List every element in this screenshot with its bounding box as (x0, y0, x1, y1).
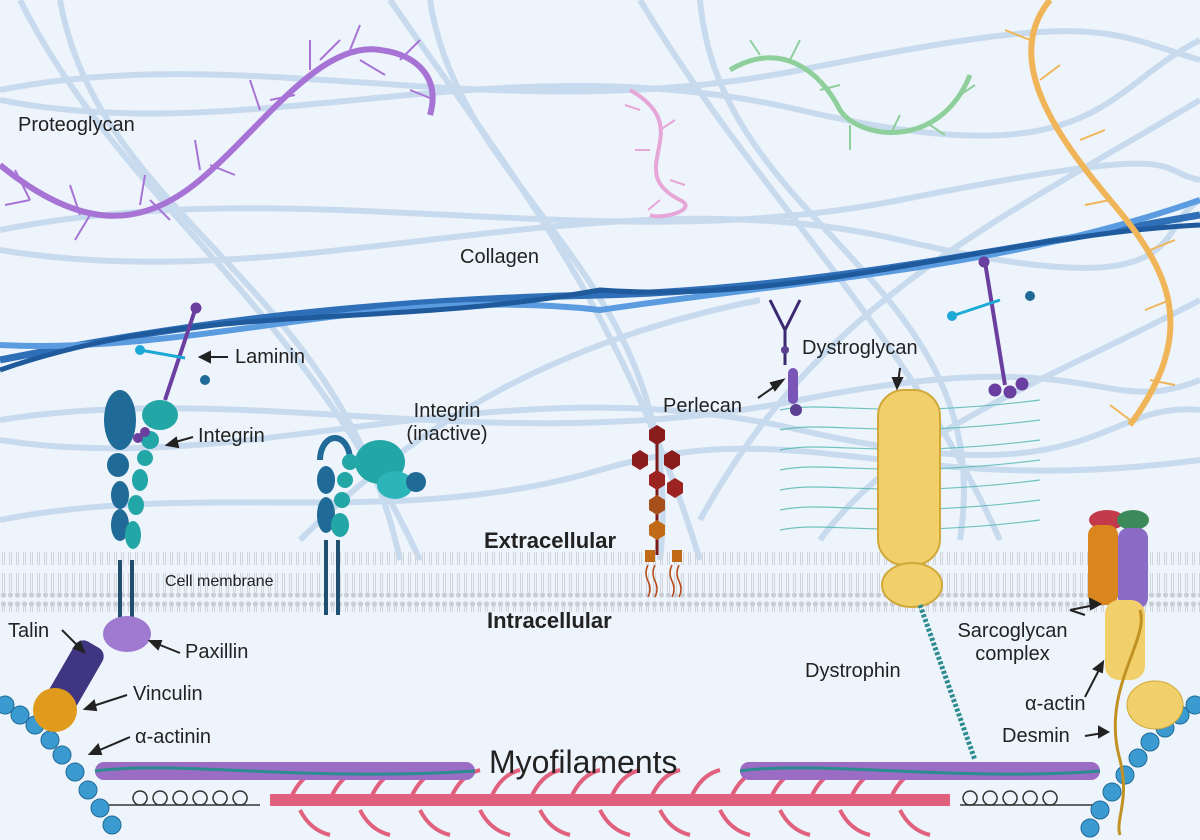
dystroglycan (877, 389, 943, 608)
lipid-bilayer (0, 552, 1200, 612)
label-desmin: Desmin (1002, 725, 1070, 747)
label-proteoglycan: Proteoglycan (18, 114, 135, 136)
sarcoglycan-complex (1088, 510, 1184, 836)
integrin-active (104, 390, 178, 625)
laminin-right (947, 256, 1035, 399)
focal-adhesion-complex (33, 616, 151, 732)
glycan-chain (632, 425, 683, 598)
label-dystroglycan: Dystroglycan (802, 337, 918, 359)
proteoglycan-purple (0, 24, 436, 241)
label-sarcoglycan-line1: Sarcoglycan (957, 620, 1068, 642)
label-paxillin: Paxillin (185, 641, 249, 663)
proteoglycan-green (728, 39, 976, 150)
label-vinculin: Vinculin (133, 683, 203, 705)
basement-membrane-mesh (779, 399, 1041, 531)
proteoglycan-orange (1004, 0, 1176, 427)
label-extracellular: Extracellular (484, 528, 617, 553)
laminin-left (135, 302, 210, 401)
proteoglycan-pink (624, 88, 688, 219)
label-perlecan: Perlecan (663, 395, 742, 417)
myofilament-bundle (94, 762, 1101, 837)
label-laminin: Laminin (235, 346, 306, 368)
label-sarcoglycan-complex: Sarcoglycan complex (950, 620, 1075, 666)
label-intracellular: Intracellular (487, 608, 612, 633)
dystrophin (917, 604, 978, 761)
label-alpha-actinin: α-actinin (135, 726, 212, 748)
label-arrows (61, 350, 1111, 755)
label-collagen: Collagen (460, 246, 539, 268)
label-integrin-inactive-line2: (inactive) (406, 423, 488, 445)
label-integrin: Integrin (198, 425, 265, 447)
label-alpha-actin: α-actin (1025, 693, 1086, 715)
label-integrin-inactive-line1: Integrin (413, 400, 481, 422)
perlecan (768, 299, 802, 416)
label-dystrophin: Dystrophin (805, 660, 901, 682)
background-collagen-network (0, 0, 1200, 562)
label-cell-membrane: Cell membrane (165, 573, 274, 590)
label-sarcoglycan-line2: complex (975, 643, 1050, 665)
integrin-inactive (317, 435, 426, 615)
label-integrin-inactive: Integrin (inactive) (392, 400, 502, 446)
label-talin: Talin (8, 620, 50, 642)
alpha-actinin-chain-left (0, 695, 122, 835)
label-myofilaments: Myofilaments (489, 744, 678, 780)
